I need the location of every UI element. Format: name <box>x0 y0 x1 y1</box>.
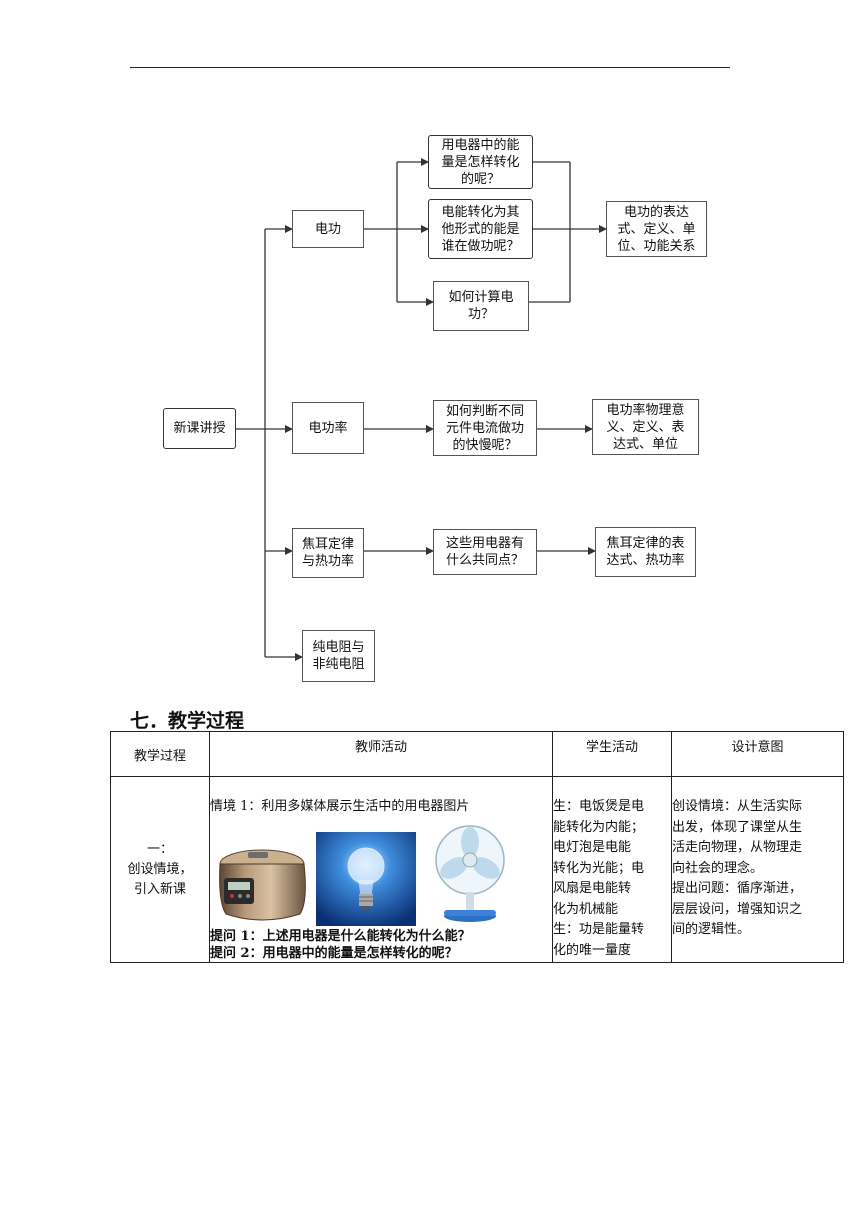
student-line: 转化为光能；电 <box>553 860 645 876</box>
node-electric-work: 电功 <box>292 210 364 248</box>
node-electric-power: 电功率 <box>292 402 364 454</box>
student-line: 能转化为内能； <box>553 819 645 835</box>
node-question-common-point: 这些用电器有 什么共同点？ <box>433 529 537 575</box>
table-row: 一： 创设情境， 引入新课 情境 1：利用多媒体展示生活中的用电器图片 <box>110 776 844 963</box>
student-line: 化的唯一量度 <box>553 942 632 958</box>
node-joule-law-line: 焦耳定律 <box>301 537 354 552</box>
result2-line: 义、定义、表 <box>606 419 685 435</box>
intent-line: 间的逻辑性。 <box>672 922 751 937</box>
cell-teacher-activity: 情境 1：利用多媒体展示生活中的用电器图片 <box>209 776 553 963</box>
node-joule-law-line: 与热功率 <box>301 554 354 569</box>
node-electric-work-label: 电功 <box>314 221 341 237</box>
intent-line: 提出问题：循序渐进， <box>672 881 803 896</box>
node-pure-resistance: 纯电阻与 非纯电阻 <box>302 630 375 682</box>
node-question-energy-conversion: 用电器中的能 量是怎样转化 的呢？ <box>428 135 533 189</box>
node-question-work-speed: 如何判断不同 元件电流做功 的快慢呢？ <box>433 400 537 456</box>
result2-line: 电功率物理意 <box>606 402 685 418</box>
intent-line: 活走向物理，从物理走 <box>672 840 803 855</box>
stage-line: 引入新课 <box>133 881 186 897</box>
header-cell-intent: 设计意图 <box>671 731 844 777</box>
question-1-text: 提问 1：上述用电器是什么能转化为什么能？ <box>210 929 471 944</box>
node-question-calc-work: 如何计算电 功？ <box>433 281 529 331</box>
student-line: 生：电饭煲是电 <box>553 799 645 814</box>
question-2-text: 提问 2：用电器中的能量是怎样转化的呢？ <box>210 946 458 961</box>
light-bulb-image <box>316 832 416 926</box>
intent-line: 层层设问，增强知识之 <box>672 901 803 917</box>
q1-line: 的呢？ <box>460 171 500 187</box>
teaching-process-table: 教学过程 教师活动 学生活动 设计意图 一： 创设情境， 引入新课 情境 1：利… <box>110 731 844 963</box>
q5-line: 这些用电器有 <box>445 536 524 551</box>
q3-line: 如何计算电 <box>448 290 514 305</box>
q4-line: 如何判断不同 <box>445 403 524 419</box>
cell-stage: 一： 创设情境， 引入新课 <box>110 776 210 963</box>
stage-line: 一： <box>146 841 173 857</box>
result1-line: 位、功能关系 <box>617 238 696 254</box>
result3-line: 达式、热功率 <box>606 553 685 568</box>
header-cell-teacher: 教师活动 <box>209 731 553 777</box>
node-question-who-does-work: 电能转化为其 他形式的能是 谁在做功呢？ <box>428 199 533 259</box>
q5-line: 什么共同点？ <box>445 553 524 568</box>
q1-line: 量是怎样转化 <box>441 154 520 170</box>
student-line: 电灯泡是电能 <box>553 840 632 855</box>
result1-line: 式、定义、单 <box>617 221 696 237</box>
node-result-electric-work: 电功的表达 式、定义、单 位、功能关系 <box>606 201 707 257</box>
q4-line: 的快慢呢？ <box>452 437 518 453</box>
header-rule <box>130 67 730 68</box>
header-cell-student: 学生活动 <box>552 731 672 777</box>
node-electric-power-label: 电功率 <box>308 420 348 436</box>
rice-cooker-image <box>219 849 306 921</box>
stage-line: 创设情境， <box>127 861 193 877</box>
node-result-joule-law: 焦耳定律的表 达式、热功率 <box>595 527 696 577</box>
cell-student-activity: 生：电饭煲是电 能转化为内能； 电灯泡是电能 转化为光能；电 风扇是电能转 化为… <box>552 776 672 963</box>
result3-line: 焦耳定律的表 <box>606 536 685 551</box>
appliance-images <box>210 822 552 926</box>
q3-line: 功？ <box>467 307 494 322</box>
node-result-electric-power: 电功率物理意 义、定义、表 达式、单位 <box>592 399 699 455</box>
section-title: 七．教学过程 <box>130 710 245 732</box>
student-line: 生：功是能量转 <box>553 922 645 937</box>
flowchart-connectors <box>236 158 607 661</box>
node-pure-resistance-line: 非纯电阻 <box>312 657 365 672</box>
node-root-label: 新课讲授 <box>173 421 226 436</box>
intent-line: 创设情境：从生活实际 <box>672 799 803 814</box>
electric-fan-image <box>435 825 505 922</box>
node-joule-law: 焦耳定律 与热功率 <box>292 528 364 578</box>
teacher-intro-text: 情境 1：利用多媒体展示生活中的用电器图片 <box>210 799 470 814</box>
node-pure-resistance-line: 纯电阻与 <box>312 640 365 655</box>
q2-line: 谁在做功呢？ <box>441 238 520 254</box>
header-cell-stage: 教学过程 <box>110 731 210 777</box>
result2-line: 达式、单位 <box>612 436 678 452</box>
intent-line: 向社会的理念。 <box>672 860 764 876</box>
q2-line: 他形式的能是 <box>441 221 520 237</box>
node-root: 新课讲授 <box>163 408 236 449</box>
cell-design-intent: 创设情境：从生活实际 出发，体现了课堂从生 活走向物理，从物理走 向社会的理念。… <box>671 776 844 963</box>
q4-line: 元件电流做功 <box>445 420 524 436</box>
student-line: 化为机械能 <box>553 901 619 917</box>
result1-line: 电功的表达 <box>623 204 689 220</box>
intent-line: 出发，体现了课堂从生 <box>672 819 803 835</box>
table-header-row: 教学过程 教师活动 学生活动 设计意图 <box>110 731 844 777</box>
student-line: 风扇是电能转 <box>553 881 632 896</box>
q1-line: 用电器中的能 <box>441 137 520 153</box>
q2-line: 电能转化为其 <box>441 204 520 220</box>
